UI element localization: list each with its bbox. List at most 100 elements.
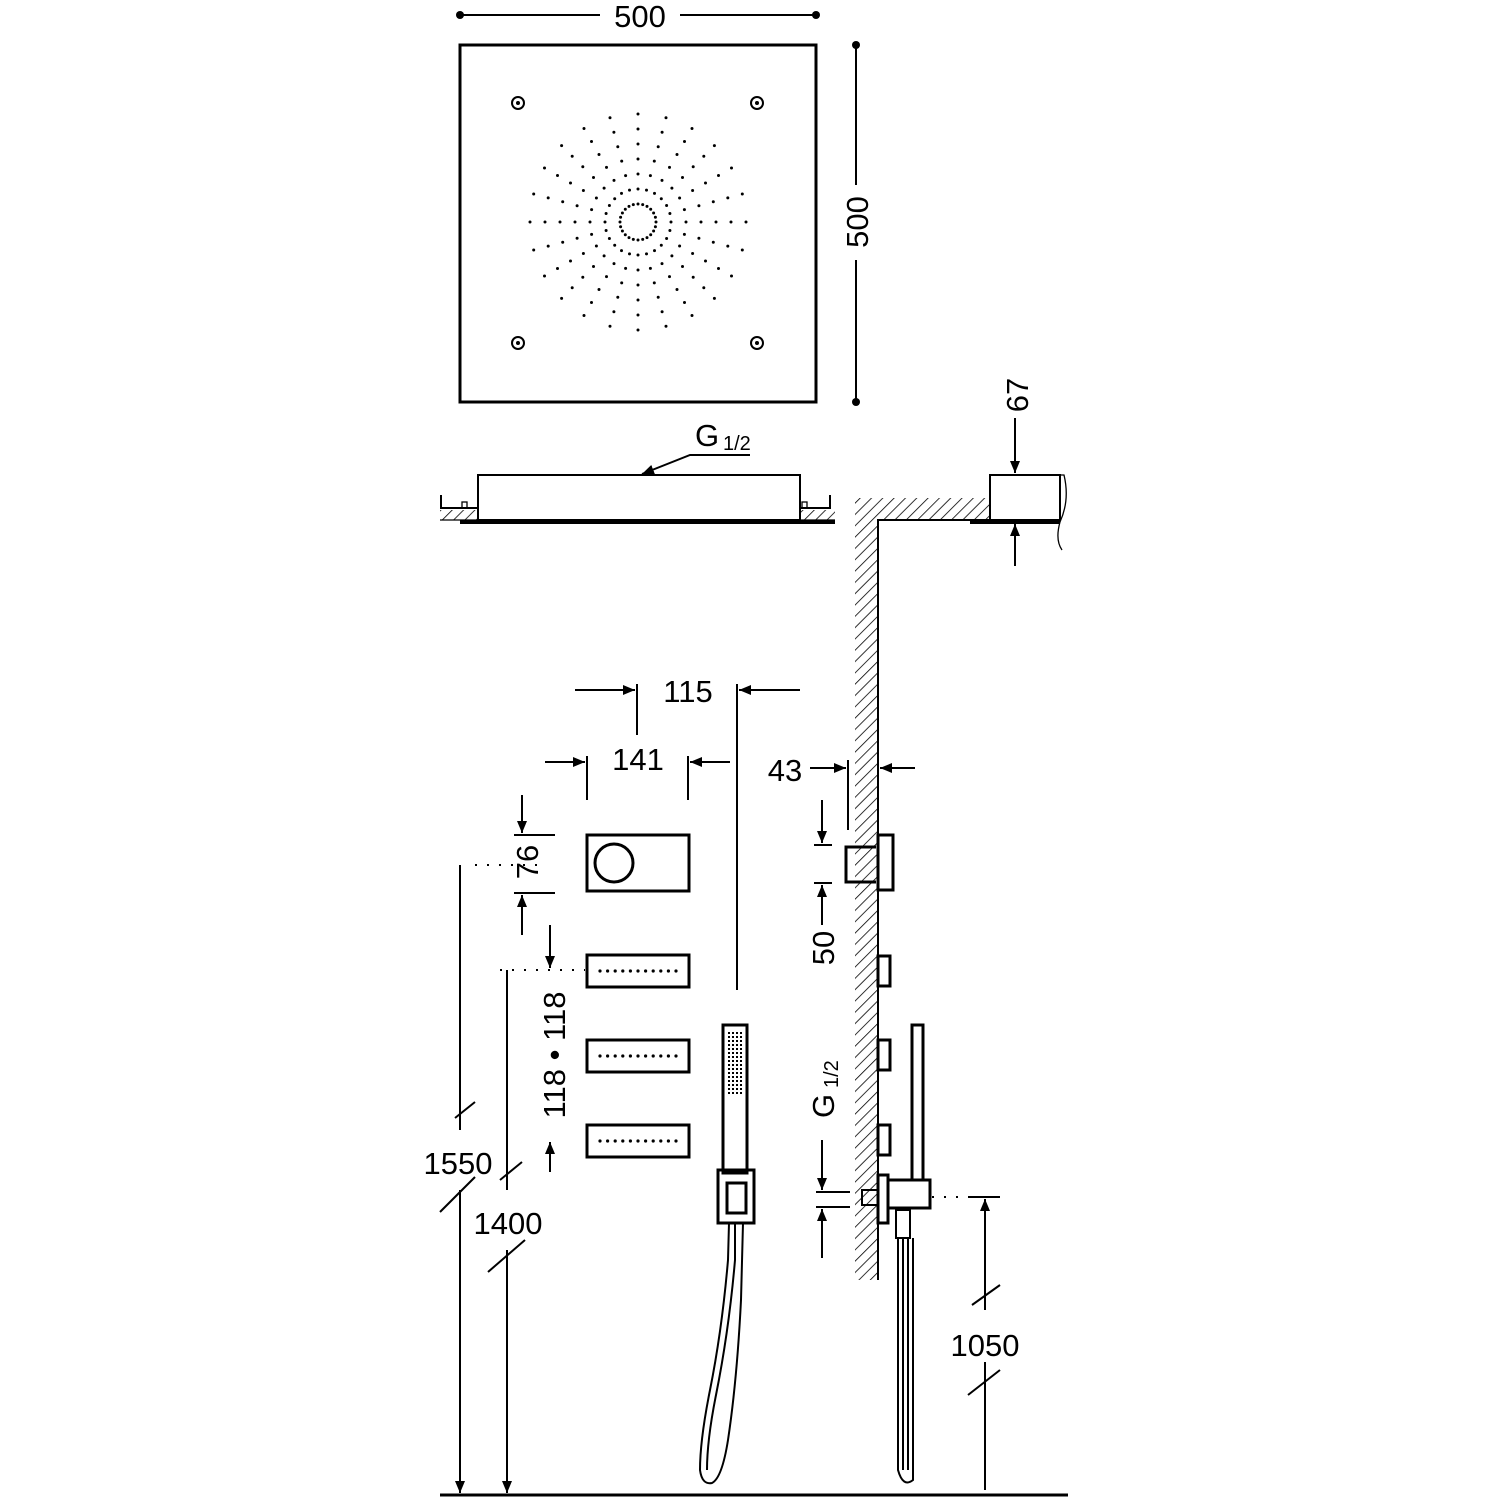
nozzle — [636, 127, 640, 131]
nozzle — [656, 145, 660, 149]
nozzle — [691, 275, 695, 279]
nozzle — [704, 181, 707, 185]
nozzle — [623, 233, 627, 237]
nozzle — [653, 191, 656, 195]
nozzle — [653, 249, 656, 253]
nozzle — [645, 188, 648, 192]
connection-label: G — [695, 418, 719, 453]
nozzle — [665, 237, 669, 240]
dimension-dot — [456, 11, 464, 19]
nozzle — [683, 140, 686, 143]
nozzle — [670, 254, 674, 258]
nozzle — [652, 211, 656, 215]
jet-floor-height-label: 1400 — [474, 1206, 543, 1241]
nozzle — [618, 220, 622, 224]
nozzle — [704, 259, 707, 263]
nozzle — [620, 229, 624, 233]
nozzle — [569, 181, 572, 185]
nozzle — [573, 220, 577, 224]
nozzle — [636, 313, 640, 317]
body-jets — [585, 953, 691, 1159]
thermostatic-control — [585, 833, 691, 893]
nozzle — [717, 174, 720, 177]
nozzle — [636, 328, 640, 332]
nozzle — [612, 130, 616, 134]
nozzle — [620, 211, 624, 215]
wall-side-view: 43 50 G 1/2 1050 — [768, 753, 1025, 1490]
nozzle — [602, 254, 606, 258]
nozzle — [612, 178, 616, 182]
nozzle — [543, 274, 546, 278]
control-width-label: 141 — [612, 742, 664, 777]
nozzle — [636, 253, 640, 257]
nozzle — [660, 178, 664, 182]
front-view: 115 141 76 118 • 118 1550 1400 — [424, 674, 1068, 1497]
nozzle — [592, 265, 595, 268]
projection-label: 43 — [768, 753, 802, 788]
nozzle — [570, 154, 574, 158]
nozzle — [744, 220, 748, 224]
nozzle — [616, 145, 620, 149]
screw-icon — [750, 96, 764, 110]
nozzle — [711, 200, 715, 204]
nozzle — [668, 229, 672, 232]
nozzle — [636, 268, 640, 272]
nozzle — [636, 142, 640, 146]
nozzle — [652, 159, 656, 163]
nozzle — [712, 296, 716, 300]
nozzle — [660, 130, 664, 134]
nozzle — [740, 192, 744, 196]
hand-shower-side — [861, 1023, 932, 1484]
nozzle — [631, 203, 635, 207]
nozzle — [681, 265, 684, 268]
leader-line — [641, 454, 750, 475]
nozzle — [691, 189, 695, 192]
nozzle — [570, 286, 574, 290]
nozzle — [691, 165, 695, 169]
nozzle — [590, 208, 594, 212]
nozzle — [592, 176, 595, 179]
jet-side — [876, 1123, 892, 1157]
nozzle — [560, 296, 564, 300]
nozzle — [653, 215, 657, 219]
nozzle — [613, 243, 617, 247]
nozzle — [623, 207, 627, 211]
nozzle — [683, 301, 686, 304]
nozzle — [726, 244, 730, 248]
nozzle — [675, 288, 679, 291]
nozzle — [652, 281, 656, 285]
nozzle — [556, 174, 559, 177]
nozzle — [712, 144, 716, 148]
nozzle — [528, 220, 532, 224]
nozzle — [532, 192, 536, 196]
screw-icon — [511, 96, 525, 110]
nozzle — [627, 236, 631, 240]
nozzle — [699, 220, 703, 224]
height-label: 500 — [840, 196, 875, 248]
nozzle — [691, 252, 695, 255]
nozzle — [608, 116, 612, 120]
nozzle — [636, 112, 640, 116]
nozzle — [558, 220, 562, 224]
nozzle — [668, 212, 672, 215]
nozzle — [669, 220, 673, 224]
nozzle-pattern — [528, 112, 748, 332]
nozzle — [697, 204, 701, 208]
nozzle — [730, 274, 733, 278]
nozzle — [561, 240, 565, 244]
nozzle — [668, 165, 671, 169]
nozzle — [664, 324, 668, 328]
nozzle — [612, 262, 616, 266]
nozzle — [636, 187, 640, 191]
nozzle — [697, 236, 701, 240]
nozzle — [581, 275, 585, 279]
nozzle — [575, 236, 579, 240]
shower-head-outline — [458, 43, 818, 404]
nozzle — [575, 204, 579, 208]
nozzle — [690, 314, 694, 317]
nozzle — [628, 188, 631, 192]
nozzle — [678, 244, 682, 248]
nozzle — [648, 266, 652, 270]
wall-connection-fraction: 1/2 — [821, 1060, 843, 1088]
